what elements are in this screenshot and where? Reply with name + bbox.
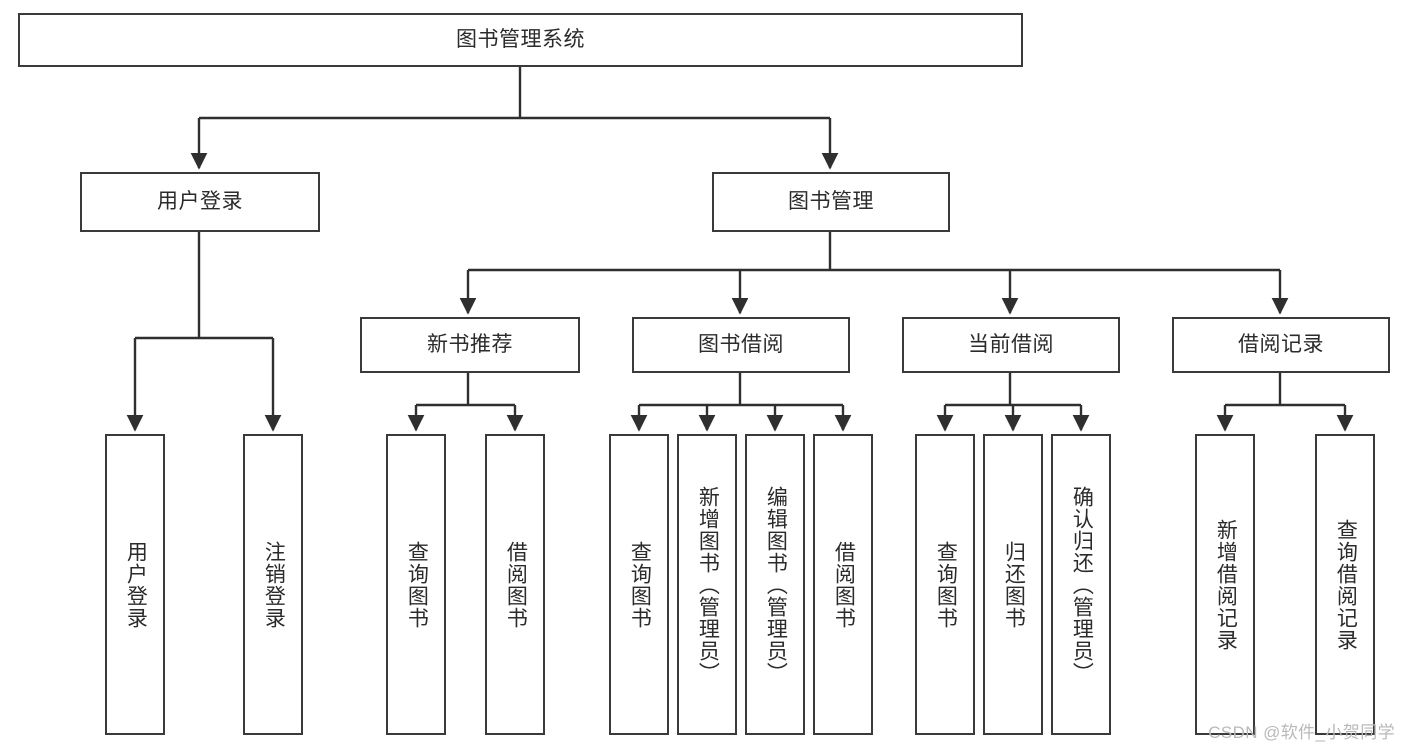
node-leaf-edit-book[interactable]: 编辑图书（管理员） — [745, 434, 805, 735]
node-leaf-edit-book-label: 编辑图书（管理员） — [764, 485, 788, 684]
node-leaf-logout[interactable]: 注销登录 — [243, 434, 303, 735]
node-leaf-return-book[interactable]: 归还图书 — [983, 434, 1043, 735]
node-leaf-user-login-label: 用户登录 — [124, 540, 148, 629]
node-leaf-borrow-book-1[interactable]: 借阅图书 — [485, 434, 545, 735]
node-user-login[interactable]: 用户登录 — [80, 172, 320, 232]
node-leaf-query-book-3-label: 查询图书 — [934, 540, 958, 629]
node-leaf-borrow-book-2[interactable]: 借阅图书 — [813, 434, 873, 735]
node-leaf-query-book-2[interactable]: 查询图书 — [609, 434, 669, 735]
node-borrow-record[interactable]: 借阅记录 — [1172, 317, 1390, 373]
node-leaf-logout-label: 注销登录 — [262, 540, 286, 629]
node-leaf-query-book-1[interactable]: 查询图书 — [386, 434, 446, 735]
node-leaf-add-record-label: 新增借阅记录 — [1214, 518, 1238, 651]
node-leaf-add-book[interactable]: 新增图书（管理员） — [677, 434, 737, 735]
node-leaf-query-book-3[interactable]: 查询图书 — [915, 434, 975, 735]
node-leaf-borrow-book-2-label: 借阅图书 — [832, 540, 856, 629]
node-root-label: 图书管理系统 — [456, 28, 585, 52]
node-leaf-add-book-label: 新增图书（管理员） — [696, 485, 720, 684]
node-book-manage-label: 图书管理 — [788, 190, 874, 214]
node-leaf-borrow-book-1-label: 借阅图书 — [504, 540, 528, 629]
watermark-text: CSDN @软件_小贺同学 — [1208, 723, 1395, 742]
node-root[interactable]: 图书管理系统 — [18, 13, 1023, 67]
node-user-login-label: 用户登录 — [157, 190, 243, 214]
node-book-borrow-label: 图书借阅 — [698, 333, 784, 357]
node-new-book-rec[interactable]: 新书推荐 — [360, 317, 580, 373]
node-leaf-query-record-label: 查询借阅记录 — [1334, 518, 1358, 651]
node-current-borrow[interactable]: 当前借阅 — [902, 317, 1120, 373]
node-borrow-record-label: 借阅记录 — [1238, 333, 1324, 357]
node-leaf-query-book-1-label: 查询图书 — [405, 540, 429, 629]
node-current-borrow-label: 当前借阅 — [968, 333, 1054, 357]
node-book-borrow[interactable]: 图书借阅 — [632, 317, 850, 373]
node-leaf-query-record[interactable]: 查询借阅记录 — [1315, 434, 1375, 735]
node-book-manage[interactable]: 图书管理 — [712, 172, 950, 232]
node-leaf-query-book-2-label: 查询图书 — [628, 540, 652, 629]
node-leaf-confirm-return-label: 确认归还（管理员） — [1070, 485, 1094, 684]
node-leaf-confirm-return[interactable]: 确认归还（管理员） — [1051, 434, 1111, 735]
node-new-book-rec-label: 新书推荐 — [427, 333, 513, 357]
node-leaf-return-book-label: 归还图书 — [1002, 540, 1026, 629]
node-leaf-user-login[interactable]: 用户登录 — [105, 434, 165, 735]
node-leaf-add-record[interactable]: 新增借阅记录 — [1195, 434, 1255, 735]
